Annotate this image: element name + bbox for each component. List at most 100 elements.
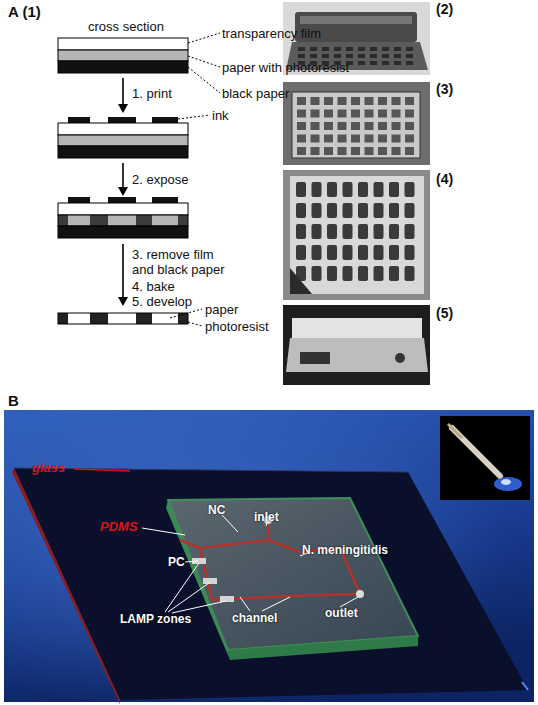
part-label: NC [208,503,225,517]
print-pattern [334,54,341,58]
mask-pattern [338,122,347,130]
mask-pattern [405,97,414,105]
print-pattern [382,61,389,65]
exposure-photo [283,82,430,165]
layer-stack [58,197,188,238]
mask-pattern [378,135,387,143]
print-pattern [298,47,305,51]
well-pattern [389,245,399,260]
part-label: glass [32,460,65,475]
mask-pattern [378,147,387,155]
well-pattern [389,203,399,218]
mask-pattern [405,122,414,130]
layer-label: ink [212,108,229,123]
well-pattern [327,203,337,218]
render-background [4,410,534,702]
mask-pattern [324,97,333,105]
print-pattern [358,47,365,51]
mask-pattern [311,122,320,130]
layer-label: photoresist [205,319,269,334]
well-pattern [343,245,353,260]
print-pattern [382,47,389,51]
step-label: 1. print [132,86,172,101]
mask-pattern [392,97,401,105]
print-pattern [346,47,353,51]
print-pattern [382,54,389,58]
mask-pattern [351,135,360,143]
mask-pattern [365,147,374,155]
photo-number: (4) [436,172,453,187]
print-pattern [370,54,377,58]
well-pattern [358,266,368,281]
well-pattern [312,266,322,281]
well-pattern [389,224,399,239]
print-pattern [346,54,353,58]
well-pattern [296,245,306,260]
well-pattern [358,245,368,260]
panel-label: B [8,392,19,409]
mask-pattern [392,110,401,118]
layer-stack [58,117,188,158]
well-pattern [374,203,384,218]
mask-pattern [297,122,306,130]
mask-pattern [324,135,333,143]
well-pattern [343,224,353,239]
well-pattern [405,224,415,239]
mask-pattern [351,110,360,118]
leader-line [142,515,358,613]
mask-pattern [392,135,401,143]
mask-pattern [365,122,374,130]
layer-label: black paper [222,86,289,101]
process-arrow [118,244,128,306]
layer-stack [58,38,188,73]
well-pattern [343,182,353,197]
mask-pattern [297,97,306,105]
part-label: LAMP zones [120,612,191,626]
mask-pattern [351,122,360,130]
patterned-sheet-photo [283,170,430,300]
patterned-paper [58,313,188,324]
well-pattern [343,203,353,218]
part-label: channel [232,611,277,625]
pdms-chip [166,498,418,660]
well-pattern [374,266,384,281]
well-pattern [389,182,399,197]
print-pattern [322,54,329,58]
photo-number: (3) [436,82,453,97]
print-pattern [310,54,317,58]
render-glow [4,410,534,702]
print-pattern [358,54,365,58]
mask-pattern [324,122,333,130]
mask-pattern [365,135,374,143]
mask-pattern [297,147,306,155]
mask-pattern [311,147,320,155]
mask-pattern [297,135,306,143]
well-pattern [405,266,415,281]
well-pattern [358,203,368,218]
print-pattern [370,61,377,65]
layer-label: paper with photoresist [222,60,349,75]
well-pattern [327,245,337,260]
mask-pattern [338,97,347,105]
print-pattern [310,47,317,51]
mask-pattern [365,97,374,105]
well-pattern [374,245,384,260]
process-arrow [118,163,128,196]
pen-light-inset [440,416,530,500]
print-pattern [394,54,401,58]
well-pattern [405,182,415,197]
photo-number: (5) [436,306,453,321]
mask-pattern [378,97,387,105]
mask-pattern [311,97,320,105]
well-pattern [312,245,322,260]
part-label: PC [168,555,185,569]
mask-pattern [405,110,414,118]
mask-pattern [405,147,414,155]
mask-pattern [338,147,347,155]
mask-pattern [378,122,387,130]
hotplate-photo [283,305,430,385]
microchannel [180,520,360,600]
glass-slide [12,468,528,704]
part-label: outlet [325,606,358,620]
